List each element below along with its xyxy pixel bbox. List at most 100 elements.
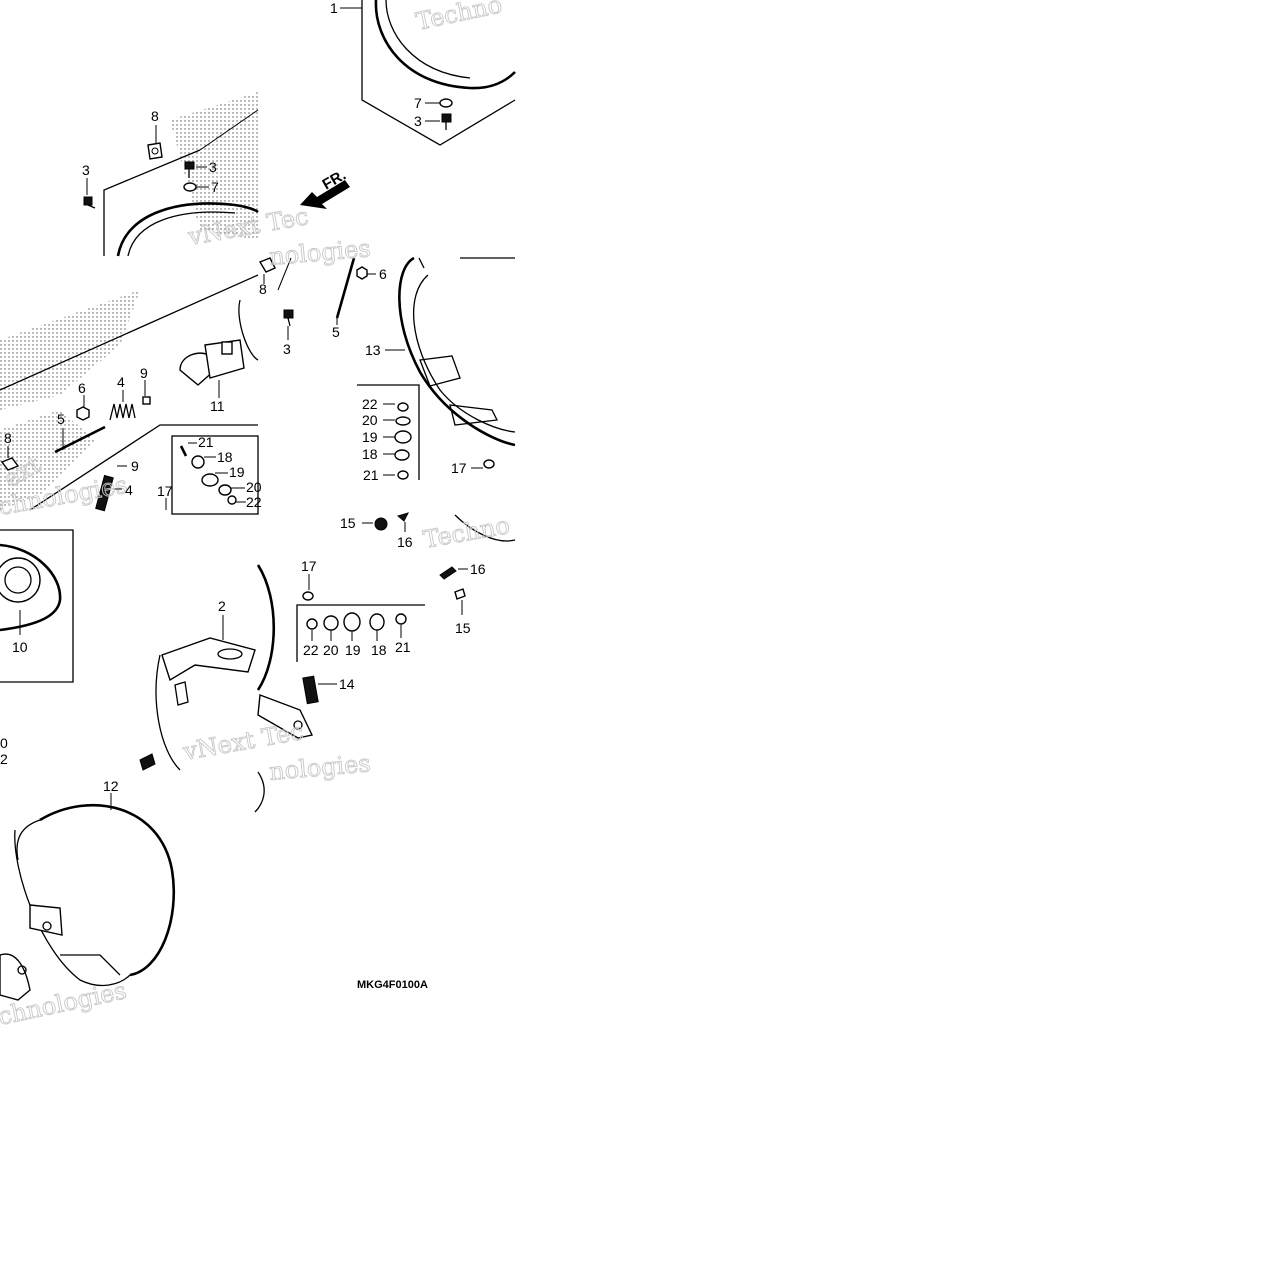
clip-icon — [142, 396, 151, 405]
front-direction-arrow — [300, 180, 350, 209]
bolt-icon — [184, 161, 195, 178]
callout-19: 19 — [229, 464, 245, 480]
nut-icon — [397, 402, 409, 412]
callout-11: 11 — [210, 398, 225, 414]
bolt-icon — [139, 753, 156, 771]
washer-icon — [218, 484, 232, 496]
diagram-code: MKG4F0100A — [357, 979, 428, 991]
callout-15: 15 — [455, 620, 471, 636]
nut-icon — [356, 266, 368, 280]
svg-text:Techno: Techno — [413, 0, 504, 36]
nut-plate-icon — [0, 457, 20, 471]
spring-icon — [95, 474, 114, 512]
screw-icon — [179, 445, 188, 457]
callout-16: 16 — [397, 534, 413, 550]
callout-14: 14 — [339, 676, 355, 692]
callout-19: 19 — [345, 642, 361, 658]
callout-4: 4 — [125, 482, 133, 498]
callout-20-partial: 0 — [0, 735, 8, 751]
screw-icon — [483, 459, 495, 469]
callout-3: 3 — [209, 159, 217, 175]
callout-18: 18 — [362, 446, 378, 462]
callout-19: 19 — [362, 429, 378, 445]
callout-13: 13 — [365, 342, 381, 358]
callout-8: 8 — [259, 281, 267, 297]
callout-10: 10 — [12, 639, 28, 655]
callout-20-partial: 20 — [246, 479, 262, 495]
tile-bulb-adjuster — [0, 257, 276, 515]
callout-21: 21 — [395, 639, 411, 655]
callout-17: 17 — [301, 558, 317, 574]
callout-16: 16 — [470, 561, 486, 577]
grommet-icon — [394, 430, 412, 444]
callout-18: 18 — [217, 449, 233, 465]
washer-icon — [323, 615, 339, 631]
callout-17: 17 — [157, 483, 173, 499]
callout-5: 5 — [57, 411, 65, 427]
tile-case-10 — [0, 529, 74, 683]
screw-icon — [454, 588, 466, 600]
callout-22-partial: 2 — [0, 751, 8, 767]
callout-22: 22 — [362, 396, 378, 412]
callout-18: 18 — [371, 642, 387, 658]
callout-21: 21 — [198, 434, 214, 450]
callout-2: 2 — [218, 598, 226, 614]
grommet-icon — [343, 612, 361, 632]
callout-21: 21 — [363, 467, 379, 483]
bolt-icon — [441, 113, 452, 130]
tile-headlight-unit — [300, 0, 516, 209]
screw-icon — [302, 591, 314, 601]
tile-case-bracket — [155, 512, 516, 771]
callout-7: 7 — [414, 95, 422, 111]
callout-22: 22 — [303, 642, 319, 658]
callout-22-partial: 22 — [246, 494, 262, 510]
bolt-icon — [283, 309, 294, 327]
nut-plate-icon — [147, 142, 163, 160]
clip-icon — [396, 512, 409, 522]
callout-15: 15 — [340, 515, 356, 531]
screw-icon — [397, 470, 409, 480]
washer-icon — [395, 416, 411, 426]
callout-3: 3 — [414, 113, 422, 129]
adjusting-screw-icon — [335, 257, 356, 319]
grommet-set-box — [171, 435, 259, 515]
nut-icon — [227, 495, 237, 505]
callout-8: 8 — [151, 108, 159, 124]
tile-headlight-rim — [263, 256, 516, 480]
grommet-icon — [374, 517, 388, 531]
callout-6: 6 — [78, 380, 86, 396]
tile-case-12 — [0, 753, 265, 1001]
nut-icon — [76, 406, 90, 421]
bolt-icon — [83, 196, 96, 209]
callout-12: 12 — [103, 778, 119, 794]
svg-text:nologies: nologies — [268, 749, 372, 786]
svg-text:nologies: nologies — [268, 234, 372, 271]
callout-9: 9 — [131, 458, 139, 474]
callout-4: 4 — [117, 374, 125, 390]
tile-headlight-mount — [83, 92, 259, 257]
collar-icon — [191, 455, 205, 469]
washer-icon — [439, 98, 453, 108]
nut-plate-icon — [258, 257, 276, 273]
callout-7: 7 — [211, 179, 219, 195]
svg-text:Techno: Techno — [421, 511, 512, 554]
collar-icon — [369, 613, 385, 631]
bulb-icon — [179, 339, 245, 386]
callout-17: 17 — [451, 460, 467, 476]
collar-icon — [394, 449, 410, 461]
callout-3: 3 — [283, 341, 291, 357]
callout-20: 20 — [323, 642, 339, 658]
callout-9: 9 — [140, 365, 148, 381]
nut-icon — [306, 618, 318, 630]
callout-8: 8 — [4, 430, 12, 446]
bolt-icon — [302, 675, 319, 705]
callout-1: 1 — [330, 0, 338, 16]
callout-6: 6 — [379, 266, 387, 282]
spring-icon — [109, 403, 136, 421]
callout-5: 5 — [332, 324, 340, 340]
clip-icon — [439, 566, 457, 580]
screw-icon — [395, 613, 407, 625]
callout-3: 3 — [82, 162, 90, 178]
callout-20: 20 — [362, 412, 378, 428]
